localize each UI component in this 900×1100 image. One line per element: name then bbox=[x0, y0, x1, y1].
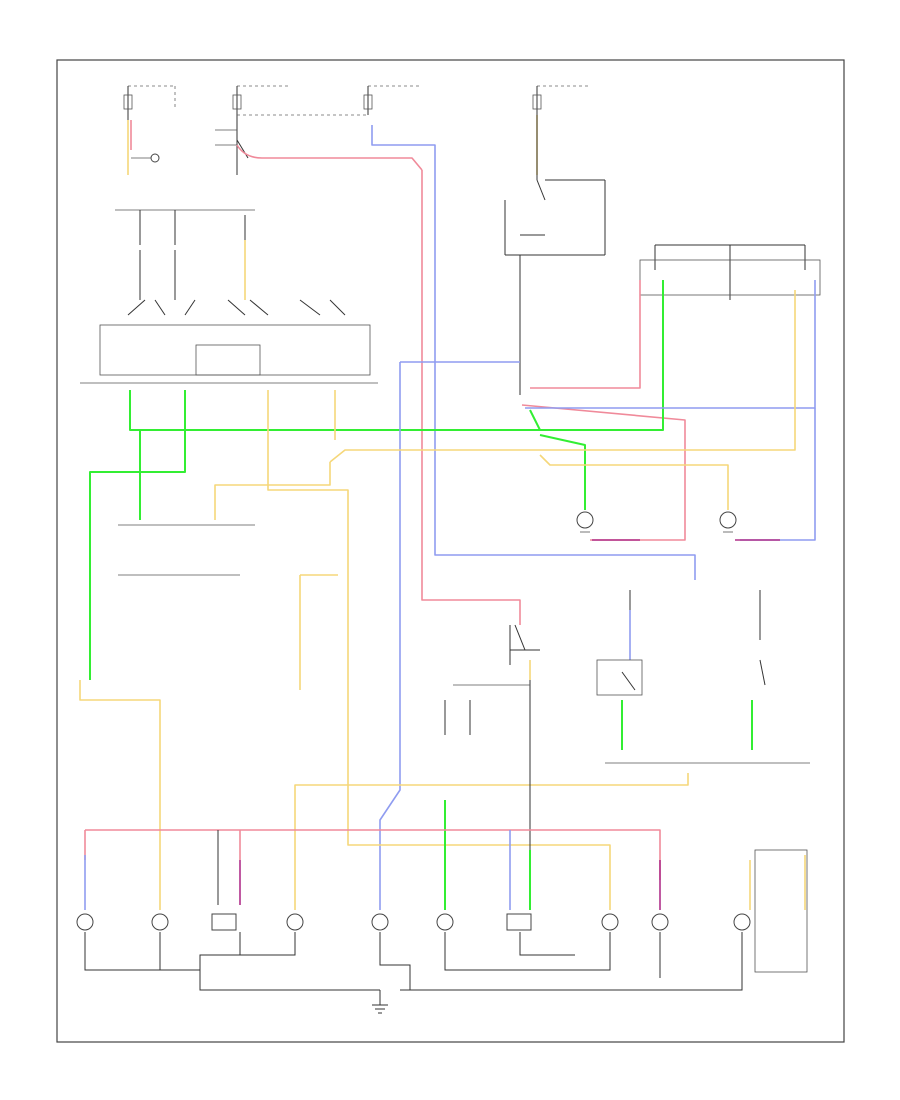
wire-red-2 bbox=[530, 280, 641, 389]
wire-green-5 bbox=[539, 434, 586, 510]
lamp-8 bbox=[601, 913, 619, 931]
wire-green-3 bbox=[89, 390, 186, 680]
lamp-4 bbox=[286, 913, 304, 931]
rear-lamp-row bbox=[76, 849, 808, 973]
hazard-switch bbox=[504, 179, 606, 395]
stoplight-switch bbox=[444, 624, 540, 870]
lamp-10 bbox=[733, 913, 751, 931]
flasher-relay bbox=[236, 139, 423, 171]
wire-yellow-5 bbox=[214, 462, 331, 520]
lamp-6 bbox=[436, 913, 454, 931]
front-right-turn-lamp bbox=[719, 511, 780, 541]
fuse-block-top bbox=[123, 85, 590, 180]
wire-blue-1 bbox=[371, 125, 696, 580]
wire-red-bottom bbox=[85, 829, 661, 880]
wire-red-3 bbox=[521, 404, 686, 541]
wire-green-1 bbox=[529, 280, 664, 431]
lamp-5 bbox=[371, 913, 389, 931]
side-marker-group bbox=[118, 524, 255, 576]
wire-blue-3 bbox=[740, 408, 816, 541]
wire-yellow-8 bbox=[79, 680, 161, 910]
front-left-turn-lamp bbox=[576, 511, 640, 541]
lamp-2 bbox=[151, 913, 169, 931]
wire-yellow-1 bbox=[329, 290, 796, 463]
wire-red-1 bbox=[421, 170, 521, 625]
wire-yellow-3 bbox=[539, 454, 729, 510]
turn-signal-switch bbox=[80, 209, 378, 384]
lamp-1 bbox=[76, 913, 94, 931]
diagram-border bbox=[56, 59, 845, 1043]
wire-green-2 bbox=[129, 390, 540, 431]
lamp-10-box bbox=[754, 849, 808, 973]
lamp-3 bbox=[211, 913, 237, 931]
lamp-7 bbox=[506, 913, 532, 931]
right-turn-lamp-block bbox=[639, 244, 821, 300]
ground-returns bbox=[84, 932, 743, 1014]
lamp-9 bbox=[651, 913, 669, 931]
wire-yellow-4 bbox=[267, 390, 611, 870]
indicator-lamp bbox=[131, 153, 160, 163]
wire-yellow-9 bbox=[294, 773, 689, 870]
brake-switch-group bbox=[596, 590, 810, 764]
wire-blue-5 bbox=[379, 362, 401, 850]
